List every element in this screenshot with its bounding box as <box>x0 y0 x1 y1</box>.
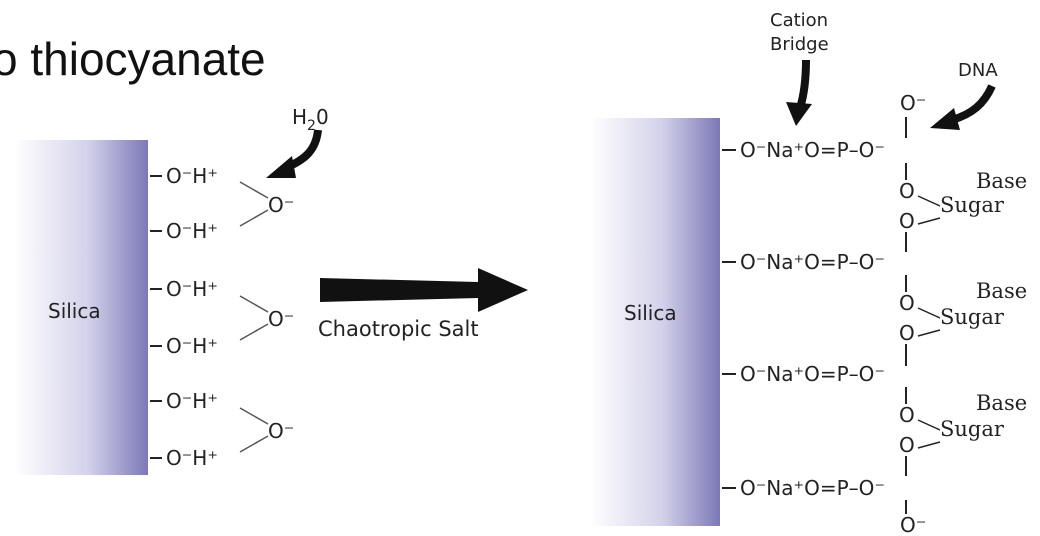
surface-group-4: O⁻H⁺ <box>150 334 218 358</box>
silica-label-right: Silica <box>624 301 677 325</box>
base-label: Base <box>976 391 1027 415</box>
dna-arrowhead-icon <box>930 108 960 130</box>
bridging-oxygen-label: O⁻ <box>268 193 294 217</box>
base-label: Base <box>976 169 1027 193</box>
surface-group-5: O⁻H⁺ <box>150 389 218 413</box>
phosphate-row-2: O⁻Na⁺O=P–O⁻ O Base Sugar O <box>722 250 1027 366</box>
linker-oxygen: O <box>899 179 915 203</box>
dna-label: DNA <box>958 60 998 81</box>
silica-label-left: Silica <box>48 299 101 323</box>
bottom-oxygen: O⁻ <box>900 513 926 536</box>
chaotropic-salt-label: Chaotropic Salt <box>318 317 479 341</box>
linker-oxygen: O <box>899 291 915 315</box>
phosphate-row-1: O⁻Na⁺O=P–O⁻ O Base Sugar O <box>722 138 1027 252</box>
hydroxyl-group: O⁻H⁺ <box>166 219 218 243</box>
water-arrowhead-icon <box>266 156 296 178</box>
surface-group-6: O⁻H⁺ <box>150 446 218 470</box>
hydroxyl-group: O⁻H⁺ <box>166 164 218 188</box>
bridging-oxygen-3: O⁻ <box>239 407 294 453</box>
linker-oxygen: O <box>899 209 915 233</box>
silica-block-left <box>14 140 148 475</box>
cation-bridge-group: O⁻Na⁺O=P–O⁻ <box>740 138 885 162</box>
water-label: H20 <box>292 105 329 134</box>
bridging-oxygen-1: O⁻ <box>239 181 294 227</box>
sugar-label: Sugar <box>940 193 1005 217</box>
dna-arrow-icon <box>950 84 996 124</box>
cation-bridge-arrow-icon <box>796 59 810 110</box>
hydroxyl-group: O⁻H⁺ <box>166 446 218 470</box>
right-panel: Silica Cation Bridge DNA O⁻ O⁻Na⁺O=P–O⁻ … <box>590 10 1027 536</box>
sugar-label: Sugar <box>940 417 1005 441</box>
hydroxyl-group: O⁻H⁺ <box>166 334 218 358</box>
title-fragment: o thiocyanate <box>0 33 266 85</box>
linker-oxygen: O <box>899 433 915 457</box>
linker-oxygen: O <box>899 403 915 427</box>
hydroxyl-group: O⁻H⁺ <box>166 389 218 413</box>
phosphate-row-4: O⁻Na⁺O=P–O⁻ O⁻ <box>722 476 926 536</box>
bridging-oxygen-2: O⁻ <box>239 295 294 341</box>
surface-group-1: O⁻H⁺ <box>150 164 218 188</box>
bridging-oxygen-label: O⁻ <box>268 419 294 443</box>
bridging-oxygen-label: O⁻ <box>268 307 294 331</box>
silica-block-right <box>590 118 720 526</box>
phosphate-row-3: O⁻Na⁺O=P–O⁻ O Base Sugar O <box>722 362 1027 476</box>
cation-bridge-arrowhead-icon <box>786 102 812 126</box>
linker-oxygen: O <box>899 321 915 345</box>
cation-bridge-group: O⁻Na⁺O=P–O⁻ <box>740 362 885 386</box>
cation-bridge-group: O⁻Na⁺O=P–O⁻ <box>740 476 885 500</box>
left-panel: Silica H20 O⁻H⁺ O⁻H⁺ O⁻H⁺ O⁻H⁺ O⁻H⁺ <box>14 105 329 475</box>
surface-group-2: O⁻H⁺ <box>150 219 218 243</box>
cation-bridge-group: O⁻Na⁺O=P–O⁻ <box>740 250 885 274</box>
sugar-label: Sugar <box>940 305 1005 329</box>
base-label: Base <box>976 279 1027 303</box>
reaction-arrow-icon <box>320 268 528 312</box>
cation-bridge-label-line1: Cation <box>770 10 828 31</box>
top-oxygen: O⁻ <box>900 91 926 115</box>
hydroxyl-group: O⁻H⁺ <box>166 277 218 301</box>
cation-bridge-label-line2: Bridge <box>770 34 829 55</box>
reaction-arrow: Chaotropic Salt <box>318 268 528 341</box>
surface-group-3: O⁻H⁺ <box>150 277 218 301</box>
